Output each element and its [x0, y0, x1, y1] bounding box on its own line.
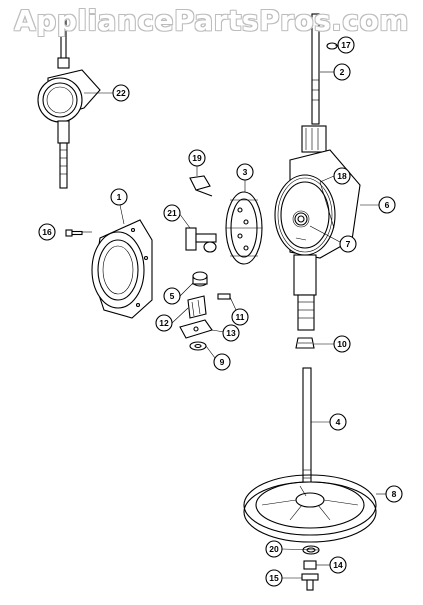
part-6-gearcase-housing [274, 125, 361, 331]
callout-10-label: 10 [337, 339, 347, 349]
part-17-o-ring [326, 42, 338, 50]
leader-lines [82, 44, 386, 579]
part-3-gear [225, 191, 263, 265]
part-18-gasket [277, 177, 333, 253]
callout-14: 14 [329, 556, 347, 574]
callout-16: 16 [38, 223, 56, 241]
callout-21-label: 21 [167, 208, 177, 218]
callout-6-label: 6 [385, 200, 390, 210]
callout-19: 19 [188, 149, 206, 167]
callout-22-label: 22 [116, 88, 126, 98]
part-2-drive-shaft [311, 13, 320, 125]
callout-17: 17 [337, 36, 355, 54]
part-1-gearcase-cover [91, 219, 153, 319]
callout-18: 18 [333, 167, 351, 185]
callout-8: 8 [385, 485, 403, 503]
callout-3-label: 3 [243, 167, 248, 177]
callout-7-label: 7 [346, 239, 351, 249]
callout-13-label: 13 [226, 328, 236, 338]
callout-19-label: 19 [192, 153, 202, 163]
part-8-pulley [243, 474, 377, 543]
callout-14-label: 14 [333, 560, 343, 570]
callout-12-label: 12 [159, 318, 169, 328]
callout-6: 6 [378, 196, 396, 214]
part-5-bushing [192, 271, 208, 287]
callout-2: 2 [333, 63, 351, 81]
part-15-bolt [301, 573, 319, 591]
callout-10: 10 [333, 335, 351, 353]
callout-12: 12 [155, 314, 173, 332]
callout-21: 21 [163, 204, 181, 222]
part-19-clip [189, 175, 213, 197]
callout-4: 4 [329, 413, 347, 431]
callout-9-label: 9 [220, 357, 225, 367]
callout-17-label: 17 [341, 40, 351, 50]
callout-4-label: 4 [336, 417, 341, 427]
callout-15: 15 [265, 569, 283, 587]
part-14-nut [303, 560, 317, 570]
part-16-screw [65, 229, 83, 237]
part-22-gearcase-assembly [37, 15, 101, 189]
callout-3: 3 [236, 163, 254, 181]
part-11-pin [217, 293, 231, 300]
callout-1: 1 [110, 188, 128, 206]
part-7-bearing [292, 210, 310, 228]
callout-11: 11 [231, 308, 249, 326]
callout-20-label: 20 [269, 544, 279, 554]
callout-16-label: 16 [42, 227, 52, 237]
callout-22: 22 [112, 84, 130, 102]
callout-18-label: 18 [337, 171, 347, 181]
callout-5: 5 [163, 287, 181, 305]
part-21-crank [185, 227, 217, 253]
callout-8-label: 8 [392, 489, 397, 499]
part-9-washer [189, 341, 207, 351]
callout-20: 20 [265, 540, 283, 558]
callout-5-label: 5 [170, 291, 175, 301]
callout-13: 13 [222, 324, 240, 342]
part-13-plate [179, 319, 213, 339]
callout-7: 7 [339, 235, 357, 253]
part-12-pinion [187, 295, 207, 319]
callout-1-label: 1 [117, 192, 122, 202]
callout-9: 9 [213, 353, 231, 371]
callout-2-label: 2 [340, 67, 345, 77]
callout-15-label: 15 [269, 573, 279, 583]
callout-11-label: 11 [236, 312, 245, 322]
part-4-pulley-shaft [302, 367, 312, 501]
part-10-seal [295, 337, 315, 349]
